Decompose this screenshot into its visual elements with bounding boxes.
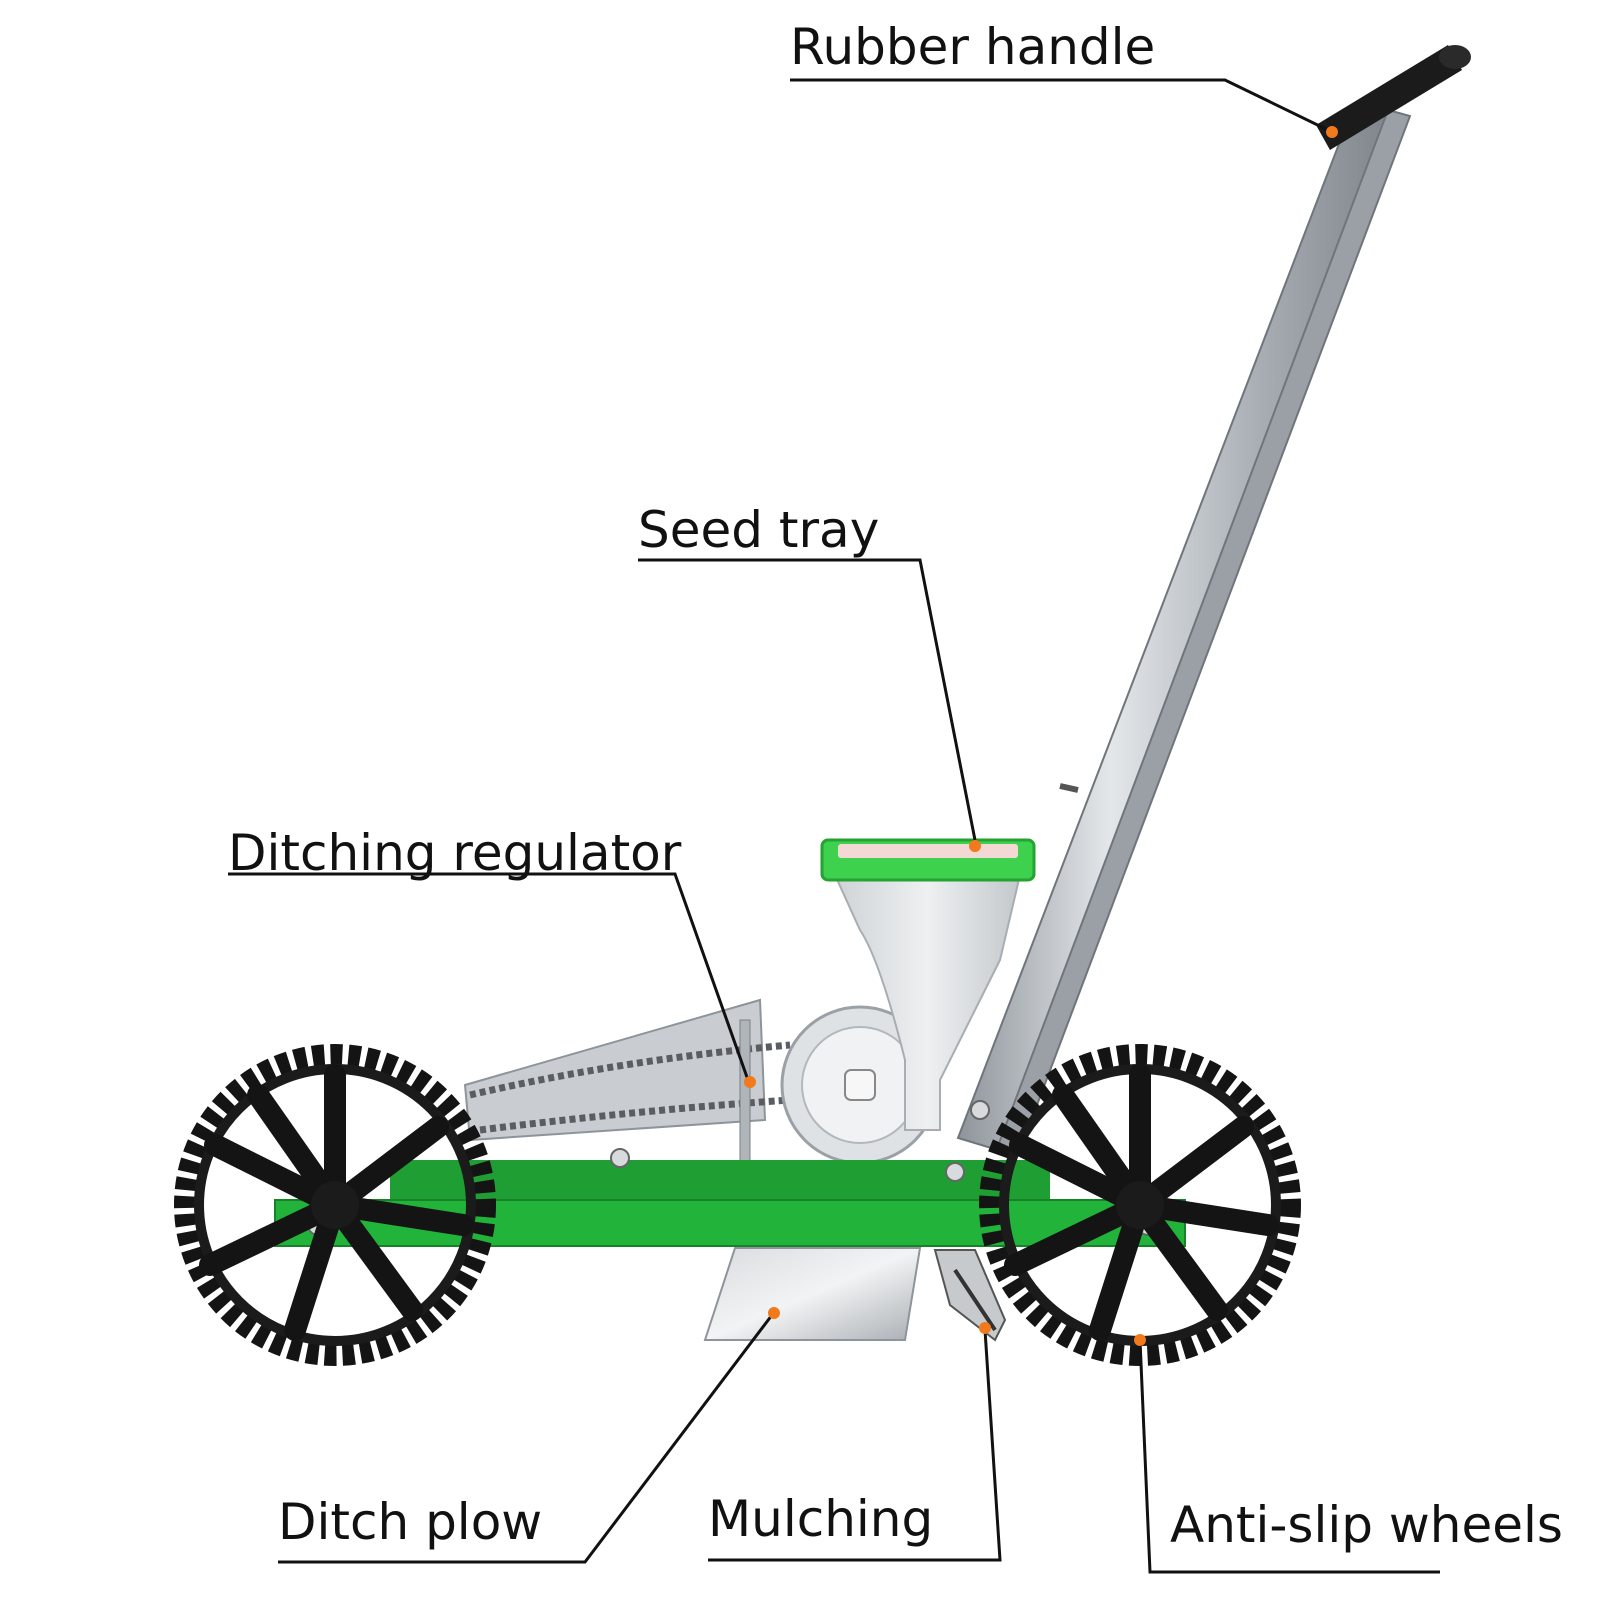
ditch-plow-blade [703,1247,922,1341]
label-anti-slip-wheels: Anti-slip wheels [1170,1496,1563,1554]
side-plate [463,998,767,1142]
marker-anti-slip-wheels [1134,1334,1146,1346]
label-seed-tray: Seed tray [638,501,880,559]
leader-ditching-regulator [228,872,750,1081]
label-ditching-regulator: Ditching regulator [228,824,682,882]
label-rubber-handle: Rubber handle [790,18,1156,76]
marker-mulching [979,1322,991,1334]
seed-tray-hopper [820,838,1036,1131]
leader-seed-tray [638,558,977,841]
callout-markers [744,126,1338,1346]
leader-rubber-handle [790,78,1333,134]
marker-seed-tray [969,840,981,852]
marker-rubber-handle [1326,126,1338,138]
handle-frame [956,108,1412,1152]
leader-ditch-plow [278,1314,774,1564]
ditching-regulator-rod [739,1019,751,1181]
leader-mulching [708,1329,1002,1562]
drive-chain [469,1041,791,1134]
label-mulching: Mulching [708,1490,934,1548]
seed-meter-drum [780,1005,940,1165]
label-ditch-plow: Ditch plow [278,1493,543,1551]
rubber-handle-grip [1316,45,1471,150]
leader-anti-slip-wheels [1138,1339,1440,1574]
marker-ditch-plow [768,1307,780,1319]
marker-ditching-regulator [744,1076,756,1088]
mulching-tool [933,1249,1007,1342]
callout-lines [228,78,1440,1574]
left-anti-slip-wheel [174,1044,496,1366]
